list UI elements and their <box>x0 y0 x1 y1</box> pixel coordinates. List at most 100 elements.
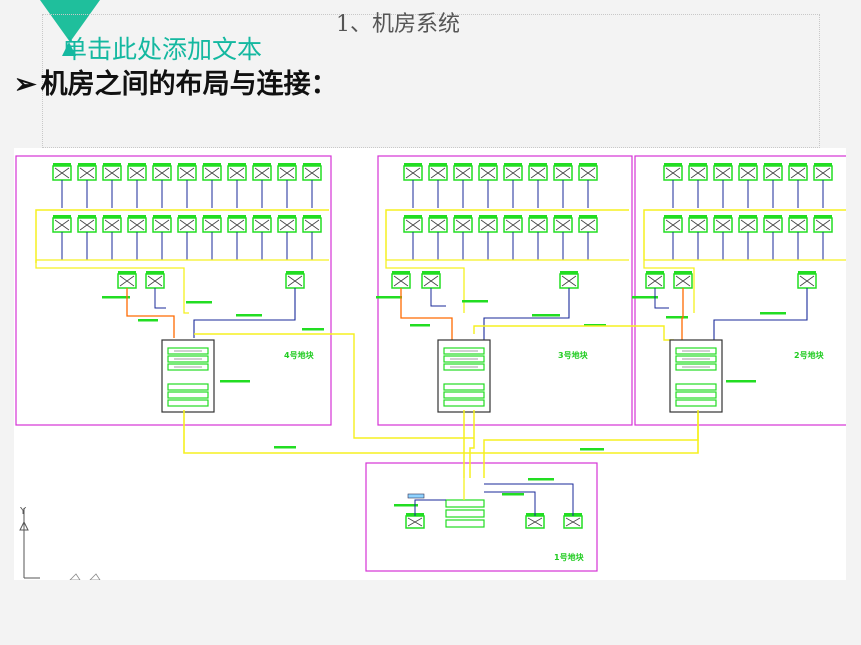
device-cross <box>407 517 423 527</box>
cable-line <box>473 325 674 341</box>
device-label-bar <box>529 215 547 218</box>
annotation-tag <box>760 312 786 315</box>
device-cross <box>480 167 496 179</box>
device-cross <box>799 275 815 287</box>
device-cross <box>690 219 706 231</box>
device-cross <box>455 167 471 179</box>
device-cross <box>304 167 320 179</box>
rack-unit <box>167 391 209 399</box>
block-4-border <box>15 155 332 426</box>
device-label-bar <box>253 215 271 218</box>
device-label-bar <box>789 215 807 218</box>
slide-title: 1、机房系统 <box>336 12 460 37</box>
device-cross <box>147 275 163 287</box>
rack-unit <box>443 383 485 391</box>
cable-line <box>469 410 475 478</box>
device-label-bar <box>53 163 71 166</box>
device-label-bar <box>128 215 146 218</box>
device-label-bar <box>103 215 121 218</box>
annotation-tag <box>138 319 158 322</box>
device-label-bar <box>78 215 96 218</box>
block-1-border <box>365 462 598 572</box>
cable-line <box>713 288 808 340</box>
device-cross <box>505 167 521 179</box>
device-cross <box>304 219 320 231</box>
device-cross <box>790 219 806 231</box>
device-label-bar <box>392 271 410 274</box>
ucs-axis-arrow <box>19 520 29 531</box>
annotation-tag <box>394 504 418 507</box>
device-label-bar <box>78 163 96 166</box>
device-label-bar <box>560 271 578 274</box>
cable-line <box>654 288 669 309</box>
device-cross <box>423 275 439 287</box>
device-cross <box>505 219 521 231</box>
device-cross <box>287 275 303 287</box>
device-cross <box>104 167 120 179</box>
device-label-bar <box>228 163 246 166</box>
annotation-tag <box>666 316 688 319</box>
device-cross <box>530 219 546 231</box>
device-label-bar <box>118 271 136 274</box>
annotation-tag <box>302 328 324 331</box>
core-switch-unit <box>445 509 485 518</box>
device-cross <box>527 517 543 527</box>
device-cross <box>530 167 546 179</box>
annotation-tag <box>462 300 488 303</box>
device-cross <box>405 219 421 231</box>
annotation-tag <box>502 493 524 496</box>
device-cross <box>79 219 95 231</box>
device-cross <box>665 219 681 231</box>
core-switch-unit <box>445 519 485 528</box>
cable-line <box>154 288 166 309</box>
text-placeholder-box[interactable] <box>42 14 820 148</box>
device-label-bar <box>422 271 440 274</box>
device-label-bar <box>203 215 221 218</box>
cable-line <box>385 260 465 313</box>
device-cross <box>480 219 496 231</box>
network-device-label <box>407 493 425 499</box>
device-cross <box>279 219 295 231</box>
annotation-tag <box>410 324 430 327</box>
device-label-bar <box>714 215 732 218</box>
device-cross <box>740 219 756 231</box>
ucs-origin-marker <box>89 573 101 580</box>
annotation-tag <box>236 314 262 317</box>
device-cross <box>555 167 571 179</box>
device-label-bar <box>286 271 304 274</box>
device-label-bar <box>664 163 682 166</box>
device-cross <box>229 219 245 231</box>
annotation-tag <box>726 380 756 383</box>
device-label-bar <box>739 215 757 218</box>
device-cross <box>254 219 270 231</box>
device-cross <box>715 167 731 179</box>
cable-line <box>35 209 329 263</box>
bullet-arrow-icon: ➢ <box>14 69 37 100</box>
device-label-bar <box>103 163 121 166</box>
text-placeholder-prompt[interactable]: 单击此处添加文本 <box>62 35 263 64</box>
device-cross <box>179 167 195 179</box>
device-label-bar <box>128 163 146 166</box>
device-label-bar <box>674 271 692 274</box>
rack-unit <box>167 399 209 407</box>
annotation-tag <box>580 448 604 451</box>
device-cross <box>254 167 270 179</box>
cable-line <box>483 288 570 340</box>
device-label-bar <box>554 215 572 218</box>
device-label-bar <box>454 163 472 166</box>
device-label-bar <box>153 163 171 166</box>
device-cross <box>765 167 781 179</box>
device-cross <box>279 167 295 179</box>
cable-line <box>183 410 699 454</box>
device-cross <box>675 275 691 287</box>
device-cross <box>580 219 596 231</box>
device-cross <box>740 167 756 179</box>
cable-line <box>484 491 536 516</box>
rack-unit <box>675 399 717 407</box>
device-cross <box>129 167 145 179</box>
device-cross <box>405 167 421 179</box>
cable-line <box>193 288 296 338</box>
cable-line <box>484 483 574 516</box>
